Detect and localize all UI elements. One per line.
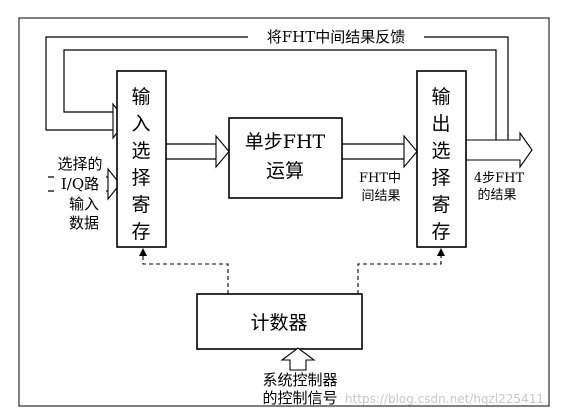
control-signal-arrow xyxy=(280,347,316,371)
fht-to-output-arrow xyxy=(342,134,418,169)
feedback-label-bg xyxy=(248,27,424,47)
feedback-label: 将FHT中间结果反馈 xyxy=(267,28,406,46)
counter-label: 计数器 xyxy=(250,312,307,334)
mid-result-line1: FHT中 xyxy=(359,171,401,186)
output-reg-char: 选 xyxy=(431,140,450,162)
output-reg-char: 出 xyxy=(431,113,450,135)
input-reg-char: 寄 xyxy=(131,194,150,216)
fht-block-line1: 单步FHT xyxy=(245,131,326,153)
output-result-arrow xyxy=(465,131,533,169)
input-reg-char: 入 xyxy=(131,113,150,135)
output-reg-char: 输 xyxy=(431,86,450,108)
control-line2: 的控制信号 xyxy=(262,389,337,407)
input-side-line2: I/Q路 xyxy=(61,175,99,193)
output-select-register xyxy=(416,70,467,248)
fht-block-line2: 运算 xyxy=(266,160,304,182)
out-result-line1: 4步FHT xyxy=(474,171,525,186)
output-reg-char: 存 xyxy=(431,221,450,243)
input-reg-char: 存 xyxy=(131,221,150,243)
input-reg-char: 输 xyxy=(131,86,150,108)
input-select-register xyxy=(116,70,167,248)
input-reg-char: 选 xyxy=(131,140,150,162)
input-reg-char: 择 xyxy=(131,167,150,189)
counter-control-lines xyxy=(139,248,445,294)
input-side-line2-bg xyxy=(54,176,106,192)
output-reg-char: 择 xyxy=(431,167,450,189)
reg-to-fht-arrow xyxy=(166,134,230,169)
output-reg-char: 寄 xyxy=(431,194,450,216)
input-side-line1: 选择的 xyxy=(57,155,102,173)
input-side-line3: 输入 xyxy=(69,195,99,213)
mid-result-line2: 间结果 xyxy=(361,189,400,204)
out-result-line2: 的结果 xyxy=(477,187,516,203)
single-step-fht-block xyxy=(228,117,343,199)
input-side-line4: 数据 xyxy=(69,214,99,232)
control-line1: 系统控制器 xyxy=(262,371,337,389)
outer-frame xyxy=(18,17,550,407)
watermark: https://blog.csdn.net/hqzl225411 xyxy=(345,392,544,406)
counter-block xyxy=(196,293,363,350)
